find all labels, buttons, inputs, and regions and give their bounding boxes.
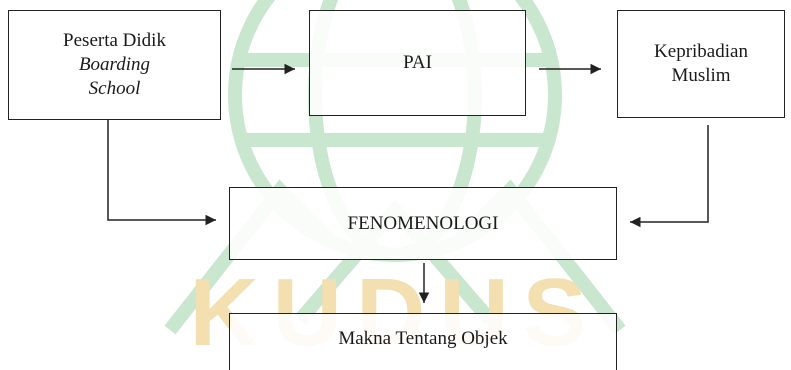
node-fenomenologi: FENOMENOLOGI bbox=[229, 187, 617, 260]
node-kepribadian-line1: Kepribadian bbox=[654, 41, 748, 62]
arrow-peserta-to-fenomenologi bbox=[107, 120, 216, 226]
node-makna-label: Makna Tentang Objek bbox=[338, 328, 508, 349]
arrow-kepribadian-to-fenomenologi bbox=[630, 125, 709, 228]
node-peserta-line1: Peserta Didik bbox=[63, 30, 166, 51]
node-peserta-didik: Peserta Didik Boarding School bbox=[8, 10, 221, 120]
node-pai-label: PAI bbox=[403, 52, 432, 73]
node-peserta-line2: Boarding bbox=[78, 54, 151, 75]
node-kepribadian-line2: Muslim bbox=[671, 65, 731, 86]
node-pai: PAI bbox=[309, 10, 526, 116]
node-fenomenologi-label: FENOMENOLOGI bbox=[347, 212, 499, 234]
node-kepribadian-muslim: Kepribadian Muslim bbox=[617, 10, 785, 118]
node-peserta-line3: School bbox=[88, 78, 141, 99]
node-makna-tentang-objek: Makna Tentang Objek bbox=[229, 313, 617, 370]
